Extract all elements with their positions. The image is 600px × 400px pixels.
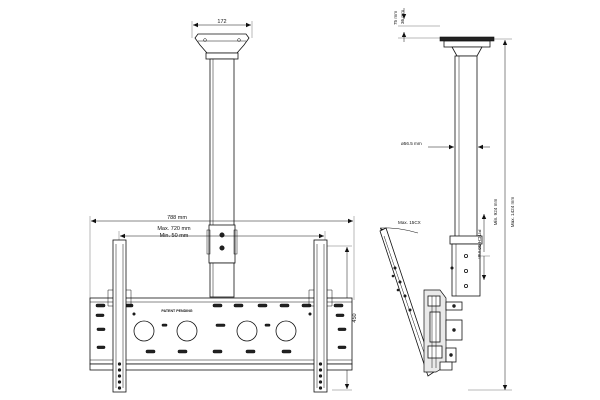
dim-50-label: Min. 50 mm xyxy=(160,233,189,239)
dim-tube-label: ø56.5 mm xyxy=(401,141,422,146)
side-pole xyxy=(449,55,483,297)
dim-720-label: Max. 720 mm xyxy=(157,226,191,232)
dim-36-label: 36 mm xyxy=(400,10,405,24)
large-holes xyxy=(133,320,297,342)
dim-length: Min. 924 mm Max. 1424 mm xyxy=(468,40,515,391)
dim-788-label: 788 mm xyxy=(167,215,187,221)
dim-pitch-label: PITCH 50 mm xyxy=(477,229,482,258)
mid-slots xyxy=(96,323,347,331)
left-rail xyxy=(107,239,132,393)
front-pole xyxy=(206,58,238,298)
right-rail xyxy=(308,239,333,393)
dim-length-max-label: Max. 1424 mm xyxy=(510,197,515,228)
dim-tilt-label: Max. 15CX xyxy=(398,220,421,225)
second-slot-row xyxy=(95,312,345,317)
dim-tube-diameter: ø56.5 mm xyxy=(401,141,490,150)
bottom-slot-row xyxy=(96,345,347,354)
dim-788: 788 mm xyxy=(89,215,355,300)
dim-top-75-36: 75 mm 36 mm xyxy=(393,8,440,42)
dim-172: 172 xyxy=(191,19,253,38)
mounting-plate: PATENT PENDING xyxy=(89,297,353,371)
ceiling-bracket xyxy=(194,33,250,60)
tilt-bracket xyxy=(423,289,463,373)
side-ceiling-plate xyxy=(439,36,512,57)
side-view: 75 mm 36 mm ø56.5 mm xyxy=(379,8,515,391)
plate-label: PATENT PENDING xyxy=(161,309,192,313)
front-view: 172 788 mm xyxy=(89,19,358,393)
top-slot-row xyxy=(95,303,344,308)
dim-length-min-label: Min. 924 mm xyxy=(493,199,498,226)
dim-450-label: 450 xyxy=(352,313,358,322)
dim-75-label: 75 mm xyxy=(393,11,398,25)
dim-720: Max. 720 mm Min. 50 mm xyxy=(118,226,326,240)
dim-pitch: PITCH 50 mm xyxy=(477,214,490,280)
dim-172-label: 172 xyxy=(217,19,226,25)
